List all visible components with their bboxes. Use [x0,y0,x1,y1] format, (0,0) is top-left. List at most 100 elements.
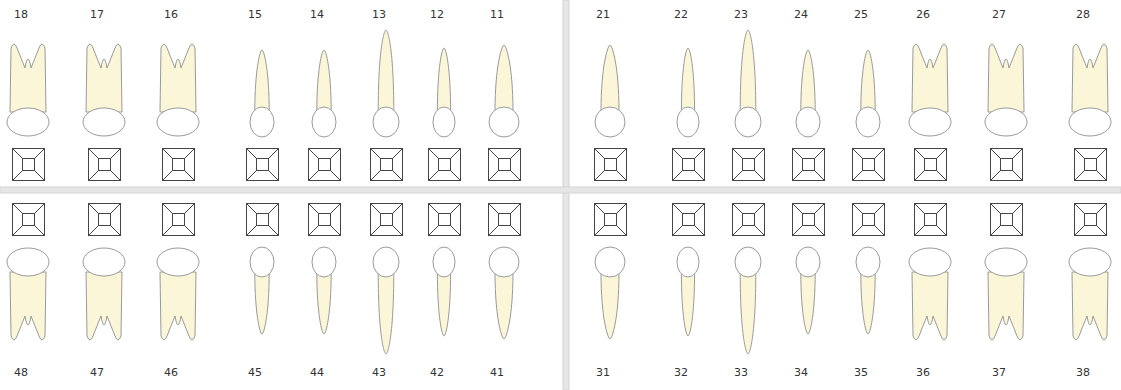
tooth-drawing [677,247,699,336]
symbol-diagonal [35,149,45,159]
symbol-diagonal [815,149,825,159]
symbol-diagonal [1097,149,1107,159]
tooth-root [255,272,269,334]
symbol-diagonal [269,204,279,214]
tooth-number: 24 [794,8,808,21]
surface-symbol [853,204,885,236]
tooth-number: 37 [992,366,1006,379]
tooth-crown [735,247,761,277]
symbol-diagonal [111,171,121,181]
symbol-center [605,159,617,171]
tooth-drawing [489,247,519,339]
symbol-diagonal [111,204,121,214]
lower-jaw [7,204,1111,355]
symbol-diagonal [489,171,499,181]
surface-symbol [89,149,121,181]
symbol-diagonal [617,149,627,159]
symbol-diagonal [695,171,705,181]
tooth-root [681,48,694,112]
symbol-center [257,159,269,171]
tooth-root [601,45,619,112]
symbol-diagonal [393,171,403,181]
symbol-diagonal [185,226,195,236]
tooth-crown [909,248,951,276]
tooth-crown [856,107,880,137]
tooth-drawing [677,48,699,137]
tooth-root [160,272,196,340]
symbol-diagonal [793,171,803,181]
symbol-diagonal [269,149,279,159]
symbol-diagonal [617,226,627,236]
symbol-diagonal [1013,226,1023,236]
tooth-crown [250,107,274,137]
tooth-drawing [856,247,880,334]
symbol-frame [371,204,403,236]
symbol-frame [309,204,341,236]
tooth-drawing [985,44,1027,136]
symbol-frame [595,149,627,181]
tooth-root [681,272,694,336]
tooth-number: 35 [854,366,868,379]
symbol-center [743,214,755,226]
symbol-frame [991,204,1023,236]
symbol-diagonal [163,204,173,214]
symbol-diagonal [853,204,863,214]
tooth-root [861,272,875,334]
surface-symbol [853,149,885,181]
tooth-drawing [373,30,399,137]
symbol-diagonal [393,204,403,214]
surface-symbol [13,204,45,236]
symbol-diagonal [1097,226,1107,236]
surface-symbol [673,149,705,181]
tooth-crown [312,247,336,277]
symbol-diagonal [875,204,885,214]
tooth-root [801,272,815,334]
symbol-diagonal [35,171,45,181]
symbol-center [319,159,331,171]
symbol-frame [163,149,195,181]
tooth-crown [7,108,49,136]
symbol-diagonal [309,149,319,159]
tooth-root [317,50,331,112]
surface-symbol [1075,149,1107,181]
tooth-drawing [250,247,274,334]
tooth-crown [433,107,455,137]
symbol-diagonal [673,171,683,181]
symbol-frame [429,149,461,181]
tooth-number: 38 [1076,366,1090,379]
symbol-diagonal [163,226,173,236]
symbol-diagonal [1097,171,1107,181]
symbol-frame [163,204,195,236]
symbol-diagonal [695,149,705,159]
symbol-frame [733,149,765,181]
symbol-diagonal [451,204,461,214]
tooth-drawing [856,50,880,137]
tooth-drawing [433,247,455,336]
symbol-diagonal [393,149,403,159]
symbol-frame [673,204,705,236]
tooth-root [988,44,1024,112]
surface-symbol [733,204,765,236]
tooth-drawing [909,44,951,136]
symbol-diagonal [331,171,341,181]
symbol-diagonal [793,149,803,159]
tooth-crown [985,248,1027,276]
symbol-diagonal [617,171,627,181]
tooth-crown [489,247,519,277]
symbol-diagonal [309,226,319,236]
surface-symbol [89,204,121,236]
tooth-crown [1069,108,1111,136]
tooth-root [86,44,122,112]
tooth-crown [7,248,49,276]
symbol-frame [489,204,521,236]
symbol-diagonal [185,171,195,181]
tooth-number: 16 [164,8,178,21]
symbol-diagonal [733,204,743,214]
symbol-diagonal [489,226,499,236]
surface-symbol [247,204,279,236]
symbol-diagonal [185,149,195,159]
symbol-diagonal [1075,171,1085,181]
surface-symbol [429,149,461,181]
tooth-root [10,44,46,112]
